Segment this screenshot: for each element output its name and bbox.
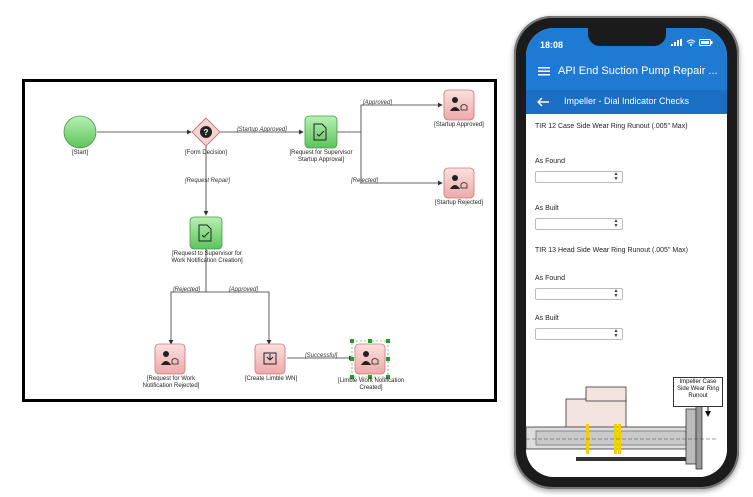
workflow-canvas[interactable]: ? (22, 79, 497, 402)
edge-label-approved-bottom: [Approved] (229, 287, 259, 293)
section-title-tir12: TIR 12 Case Side Wear Ring Runout (.005"… (535, 123, 688, 130)
workflow-edges (97, 102, 443, 361)
stepper-icon[interactable]: ▲▼ (613, 218, 619, 229)
battery-icon (699, 39, 713, 46)
status-icons (671, 39, 713, 46)
person-bell-icon (450, 97, 468, 111)
edge-label-successful: [Successful] (305, 353, 338, 359)
edge-label-rejected-top: [Rejected] (351, 178, 379, 184)
question-icon (200, 126, 212, 138)
as-found-label-tir13: As Found (535, 275, 565, 282)
app-title: API End Suction Pump Repair ... (558, 65, 718, 77)
as-built-input-tir13[interactable]: ▲▼ (535, 328, 623, 340)
selection-handles[interactable] (350, 339, 390, 379)
as-found-label-tir12: As Found (535, 158, 565, 165)
phone-notch (588, 28, 666, 46)
request-wn-rejected-label: [Request for Work Notification Rejected] (142, 376, 200, 389)
person-bell-icon (361, 351, 379, 365)
startup-approved-node[interactable] (443, 89, 475, 121)
person-bell-icon (161, 351, 179, 365)
request-supervisor-startup-label: [Request for Supervisor Startup Approval… (289, 150, 353, 163)
edge-label-startup-approved: [Startup Approved] (237, 127, 287, 133)
request-supervisor-wn-label: [Request to Supervisor for Work Notifica… (171, 251, 243, 264)
limble-wn-created-label: [Limble Work Notification Created] (337, 378, 405, 391)
app-bar: API End Suction Pump Repair ... (526, 54, 727, 90)
as-built-label-tir12: As Built (535, 205, 559, 212)
person-bell-icon (450, 175, 468, 189)
startup-rejected-label: [Startup Rejected] (434, 200, 484, 206)
edge-label-approved-top: [Approved] (363, 100, 393, 106)
download-icon (263, 352, 277, 365)
menu-icon[interactable] (538, 65, 550, 77)
as-built-label-tir13: As Built (535, 315, 559, 322)
request-supervisor-wn-node[interactable] (189, 216, 223, 250)
as-built-input-tir12[interactable]: ▲▼ (535, 218, 623, 230)
workflow-diagram: ? (63, 89, 475, 379)
form-decision-label: [Form Decision] (184, 150, 227, 156)
signal-icon (671, 39, 682, 46)
startup-rejected-node[interactable] (443, 167, 475, 199)
form-decision-node[interactable]: ? (191, 117, 221, 147)
start-label: [Start] (71, 150, 88, 156)
phone-frame: 18:08 API End Suction Pump Repair ... Im… (514, 16, 739, 489)
status-time: 18:08 (540, 40, 564, 50)
wifi-icon (686, 39, 696, 46)
document-check-icon (313, 123, 327, 141)
stepper-icon[interactable]: ▲▼ (613, 288, 619, 299)
as-found-input-tir12[interactable]: ▲▼ (535, 171, 623, 183)
page-title: Impeller - Dial Indicator Checks (564, 96, 690, 106)
stepper-icon[interactable]: ▲▼ (613, 171, 619, 182)
start-node[interactable] (63, 115, 97, 149)
request-supervisor-startup-node[interactable] (304, 115, 338, 149)
back-arrow-icon[interactable] (536, 95, 550, 109)
as-found-input-tir13[interactable]: ▲▼ (535, 288, 623, 300)
document-check-icon (198, 224, 212, 242)
edge-label-request-repair: [Request Repair] (185, 178, 231, 184)
form-content: TIR 12 Case Side Wear Ring Runout (.005"… (526, 114, 727, 477)
page-header: Impeller - Dial Indicator Checks (526, 90, 727, 114)
edge-label-rejected-bottom: [Rejected] (173, 287, 201, 293)
phone-screen: 18:08 API End Suction Pump Repair ... Im… (526, 28, 727, 477)
create-limble-wn-label: [Create Limble WN] (244, 376, 298, 382)
create-limble-wn-node[interactable] (254, 343, 286, 375)
section-title-tir13: TIR 13 Head Side Wear Ring Runout (.005"… (535, 247, 688, 254)
request-wn-rejected-node[interactable] (154, 343, 186, 375)
svg-text:?: ? (204, 128, 209, 137)
callout-impeller-runout: Impeller Case Side Wear Ring Runout (673, 377, 723, 407)
startup-approved-label: [Startup Approved] (434, 122, 484, 128)
stepper-icon[interactable]: ▲▼ (613, 328, 619, 339)
limble-wn-created-node[interactable] (350, 339, 390, 379)
